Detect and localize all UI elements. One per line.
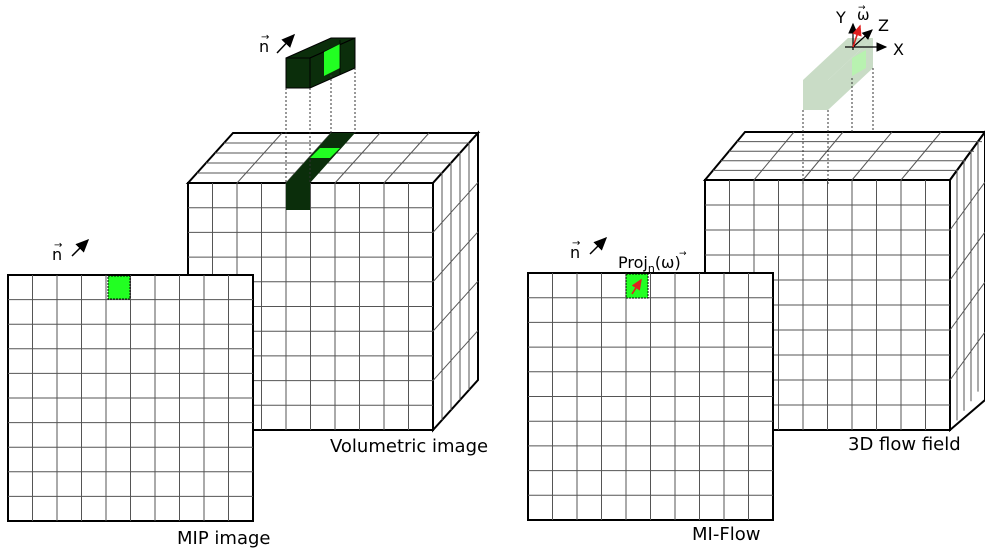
proj-text: Proj (618, 253, 648, 272)
grid-line-top-v (851, 131, 893, 181)
proj-argument: (ω) (655, 253, 681, 272)
mip-highlight-pixel (107, 275, 131, 300)
grid-line-side-h (949, 181, 985, 231)
grid-line-side-h (949, 331, 985, 381)
grid-line-side-h (432, 182, 479, 233)
mip-image: n → (7, 238, 254, 522)
grid-line-side-h (432, 231, 479, 283)
flow-column-top (803, 38, 873, 80)
omega-vec-mark: → (858, 3, 866, 13)
volumetric-image-label: Volumetric image (330, 436, 488, 457)
axis-z-label: Z (878, 16, 889, 35)
grid-line-top-v (334, 132, 381, 184)
column-front (285, 57, 311, 89)
n-vec-mark-front: → (54, 240, 62, 251)
mi-flow-image: n → Projn(ω) → (527, 236, 774, 521)
omega-label: ω (857, 6, 870, 24)
cube-top-highlight-cell (310, 148, 340, 158)
grid-line-top-v (236, 132, 283, 184)
omega-vector-arrow (852, 24, 862, 48)
flow-field-label: 3D flow field (848, 434, 961, 455)
flow-cube-top-face (702, 131, 985, 181)
n-label-top: n (259, 37, 269, 56)
n-arrow-right (589, 236, 608, 255)
n-label-right: n (570, 243, 580, 262)
grid-line-top-v (802, 131, 844, 181)
grid-line-top-v (900, 131, 942, 181)
column-projection-lines (285, 68, 356, 183)
extracted-column: n → (259, 32, 356, 183)
cube-right-face (432, 130, 479, 433)
left-panel: n → n → Volumetric image MIP image (7, 32, 488, 549)
mi-flow-label: MI-Flow (692, 524, 760, 545)
grid-line-side-h (432, 330, 479, 381)
grid-line-side-h (432, 280, 479, 332)
cube-front-column-cell (286, 183, 310, 210)
column-highlight (324, 44, 340, 76)
axis-x-label: X (893, 40, 904, 59)
flow-projection-lines (802, 68, 874, 185)
mip-grid-lines (8, 275, 253, 521)
flow-column-highlight (852, 50, 866, 76)
grid-line-top-v (753, 131, 795, 181)
proj-omega-vec-mark: → (679, 249, 687, 259)
flow-cube-right-face (949, 130, 985, 433)
proj-vector-arrow (631, 278, 642, 295)
n-arrow-top (276, 33, 296, 54)
grid-line-side-h (949, 231, 985, 281)
n-vec-mark-top: → (261, 32, 269, 43)
n-vec-mark-right: → (572, 238, 580, 249)
mip-image-label: MIP image (177, 528, 270, 549)
n-label-front: n (52, 245, 62, 264)
z-axis-arrow (852, 29, 873, 48)
mi-flow-grid-lines (528, 273, 773, 520)
grid-line-side-h (949, 281, 985, 331)
flow-column-front (803, 80, 828, 110)
flow-column: X Y Z ω → (802, 3, 904, 185)
n-arrow-front (71, 238, 90, 257)
axis-y-label: Y (835, 8, 846, 27)
right-panel: X Y Z ω → n → Projn(ω) → 3D flow field M… (527, 3, 985, 545)
proj-label: Projn(ω) (618, 253, 681, 275)
grid-line-top-v (383, 132, 430, 184)
proj-subscript: n (648, 262, 655, 275)
